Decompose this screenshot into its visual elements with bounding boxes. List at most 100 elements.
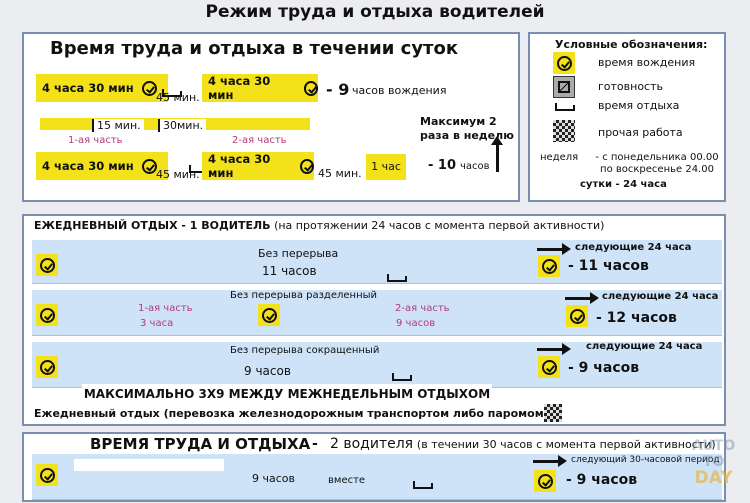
tachograph-icon <box>141 80 157 96</box>
two-next: следующий 30-часовой период <box>571 455 720 465</box>
row-2-next: следующие 24 часа <box>602 291 719 302</box>
tachograph-icon <box>141 158 157 174</box>
rest-icon <box>387 274 408 282</box>
row-2-part-2: 2-ая часть <box>395 303 450 314</box>
legend-title: Условные обозначения: <box>555 38 708 51</box>
driving-9: - 9 <box>326 80 350 99</box>
row-3-hours: 9 часов <box>244 364 291 378</box>
row-2-result: - 12 часов <box>596 310 677 326</box>
tachograph-icon <box>39 307 55 323</box>
tachograph-icon <box>541 258 557 274</box>
tachograph-icon <box>569 308 585 324</box>
rest-45-b: 45 мин. <box>156 168 200 181</box>
bed-icon <box>555 103 575 111</box>
rest-icon <box>162 89 182 97</box>
watermark: AUTO TO DAY <box>692 438 735 488</box>
daily-row-3 <box>32 342 722 388</box>
row-2-part-1-hours: 3 часа <box>140 318 174 329</box>
two-subtitle-detail: (в течении 30 часов с момента первой акт… <box>416 438 716 451</box>
rest-icon <box>392 373 413 381</box>
tachograph-icon <box>537 473 553 489</box>
part-2-label: 2-ая часть <box>232 135 287 146</box>
bar-3: 4 часа 30 мин <box>36 152 168 180</box>
row-2-label: Без перерыва разделенный <box>230 290 378 301</box>
max-banner: МАКСИМАЛЬНО 3Х9 МЕЖДУ МЕЖНЕДЕЛЬНЫМ ОТДЫХ… <box>82 384 492 404</box>
max-twice: Максимум 2 раза в неделю <box>420 115 514 142</box>
two-dash: - <box>312 436 318 452</box>
legend-week-desc: - с понедельника 00.00 по воскресенье 24… <box>595 152 719 175</box>
bar-3-label: 4 часа 30 мин <box>42 159 134 173</box>
legend-week: неделя <box>540 152 579 163</box>
tachograph-icon <box>39 359 55 375</box>
bar-2: 4 часа 30 мин <box>202 74 318 102</box>
two-tach <box>36 464 58 486</box>
watermark-line-3: DAY <box>694 468 733 488</box>
legend-ready-box <box>553 76 575 98</box>
row-3-tach <box>36 356 58 378</box>
ten-hours: - 10 <box>428 158 457 173</box>
tachograph-icon <box>556 55 572 71</box>
daily-row-2 <box>32 290 722 336</box>
main-title: Режим труда и отдыха водителей <box>205 2 545 22</box>
tachograph-icon <box>39 467 55 483</box>
ready-icon <box>558 81 570 93</box>
legend-ready: готовность <box>598 80 663 93</box>
daily-title-text: ЕЖЕДНЕВНЫЙ ОТДЫХ - 1 ВОДИТЕЛЬ <box>34 219 271 232</box>
watermark-line-2: TO <box>702 454 725 470</box>
rest-icon <box>413 481 434 489</box>
bar-1-label: 4 часа 30 мин <box>42 81 134 95</box>
one-hour-bar: 1 час <box>366 154 406 180</box>
bar-1: 4 часа 30 мин <box>36 74 168 102</box>
tachograph-icon <box>39 257 55 273</box>
row-2-part-1: 1-ая часть <box>138 303 193 314</box>
row-1-result: - 11 часов <box>568 258 649 274</box>
row-3-next: следующие 24 часа <box>586 341 703 352</box>
row-1-label: Без перерыва <box>258 247 339 260</box>
legend-other: прочая работа <box>598 126 683 139</box>
tachograph-icon <box>261 307 277 323</box>
legend-rest-box <box>553 98 575 116</box>
row-1-arrow <box>537 243 571 255</box>
bar-4: 4 часа 30 мин <box>202 152 314 180</box>
daily-row-1 <box>32 240 722 284</box>
row-1-next: следующие 24 часа <box>575 242 692 253</box>
two-arrow <box>533 455 567 467</box>
legend-other-box <box>553 120 575 142</box>
row-3-result: - 9 часов <box>568 360 640 376</box>
bar-4-label: 4 часа 30 мин <box>208 152 271 180</box>
two-hours: 9 часов <box>252 472 295 485</box>
rest-45-c: 45 мин. <box>318 167 362 180</box>
row-2-tach <box>36 304 58 326</box>
two-subtitle-main: 2 водителя <box>330 436 414 452</box>
row-1-tach <box>36 254 58 276</box>
part-1-label: 1-ая часть <box>68 135 123 146</box>
row-2-part-2-hours: 9 часов <box>396 318 436 329</box>
row-3-label: Без перерыва сокращенный <box>230 345 380 356</box>
bar-2-label: 4 часа 30 мин <box>208 74 271 102</box>
split-30: 30мин. <box>158 119 207 132</box>
daily-title: ЕЖЕДНЕВНЫЙ ОТДЫХ - 1 ВОДИТЕЛЬ (на протяж… <box>34 219 604 232</box>
two-subtitle: 2 водителя (в течении 30 часов с момента… <box>330 436 716 452</box>
row-1-tach-end <box>538 255 560 277</box>
legend-day: сутки - 24 часа <box>580 179 667 190</box>
row-2-tach-mid <box>258 304 280 326</box>
two-together: вместе <box>328 475 366 486</box>
two-white-bar <box>74 459 224 471</box>
daily-subtitle: (на протяжении 24 часов с момента первой… <box>274 219 605 232</box>
rest-45-a: 45 мин. <box>156 91 200 104</box>
two-title: ВРЕМЯ ТРУДА И ОТДЫХА <box>90 435 311 453</box>
row-2-arrow <box>565 292 599 304</box>
legend-driving-box <box>553 52 575 74</box>
top-title: Время труда и отдыха в течении суток <box>50 38 459 59</box>
tachograph-icon <box>299 158 314 174</box>
legend-driving: время вождения <box>598 56 696 69</box>
legend-rest: время отдыха <box>598 99 680 112</box>
two-result: - 9 часов <box>566 472 638 488</box>
row-3-arrow <box>537 343 571 355</box>
tachograph-icon <box>541 359 557 375</box>
two-tach-end <box>534 470 556 492</box>
ferry-icon <box>544 404 562 422</box>
up-arrow <box>496 142 499 172</box>
ten-hours-unit: часов <box>460 161 490 172</box>
split-15: 15 мин. <box>92 119 144 132</box>
